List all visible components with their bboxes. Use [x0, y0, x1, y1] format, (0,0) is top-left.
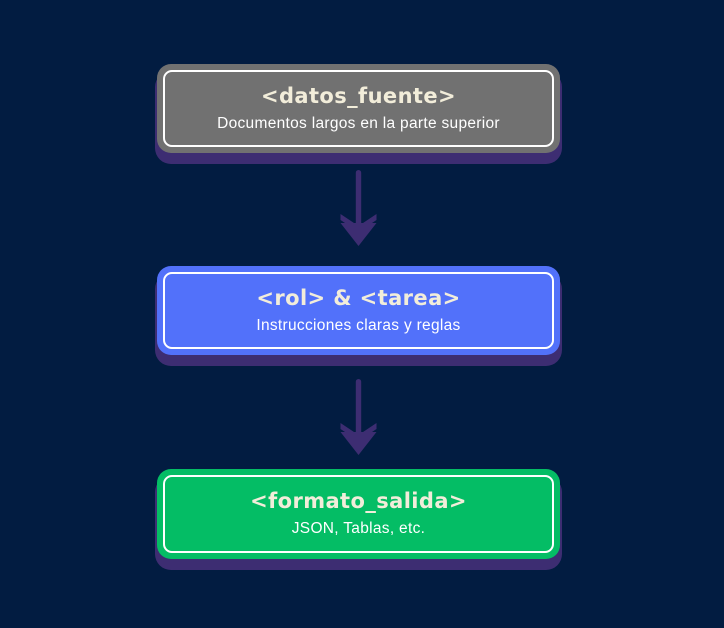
node-inner-border: <rol> & <tarea> Instrucciones claras y r…: [163, 272, 554, 349]
node-subtitle: JSON, Tablas, etc.: [291, 520, 426, 538]
node-subtitle: Documentos largos en la parte superior: [217, 114, 500, 132]
node-inner-border: <formato_salida> JSON, Tablas, etc.: [163, 475, 554, 553]
node-subtitle: Instrucciones claras y reglas: [256, 316, 461, 334]
node-rol-tarea: <rol> & <tarea> Instrucciones claras y r…: [157, 266, 560, 355]
node-title: <datos_fuente>: [260, 83, 457, 108]
arrow-down-icon: [340, 379, 377, 455]
arrow-down-icon: [340, 170, 377, 246]
node-title: <rol> & <tarea>: [256, 285, 461, 310]
node-inner-border: <datos_fuente> Documentos largos en la p…: [163, 70, 554, 147]
node-formato-salida: <formato_salida> JSON, Tablas, etc.: [157, 469, 560, 559]
node-datos-fuente: <datos_fuente> Documentos largos en la p…: [157, 64, 560, 153]
node-title: <formato_salida>: [250, 489, 467, 514]
